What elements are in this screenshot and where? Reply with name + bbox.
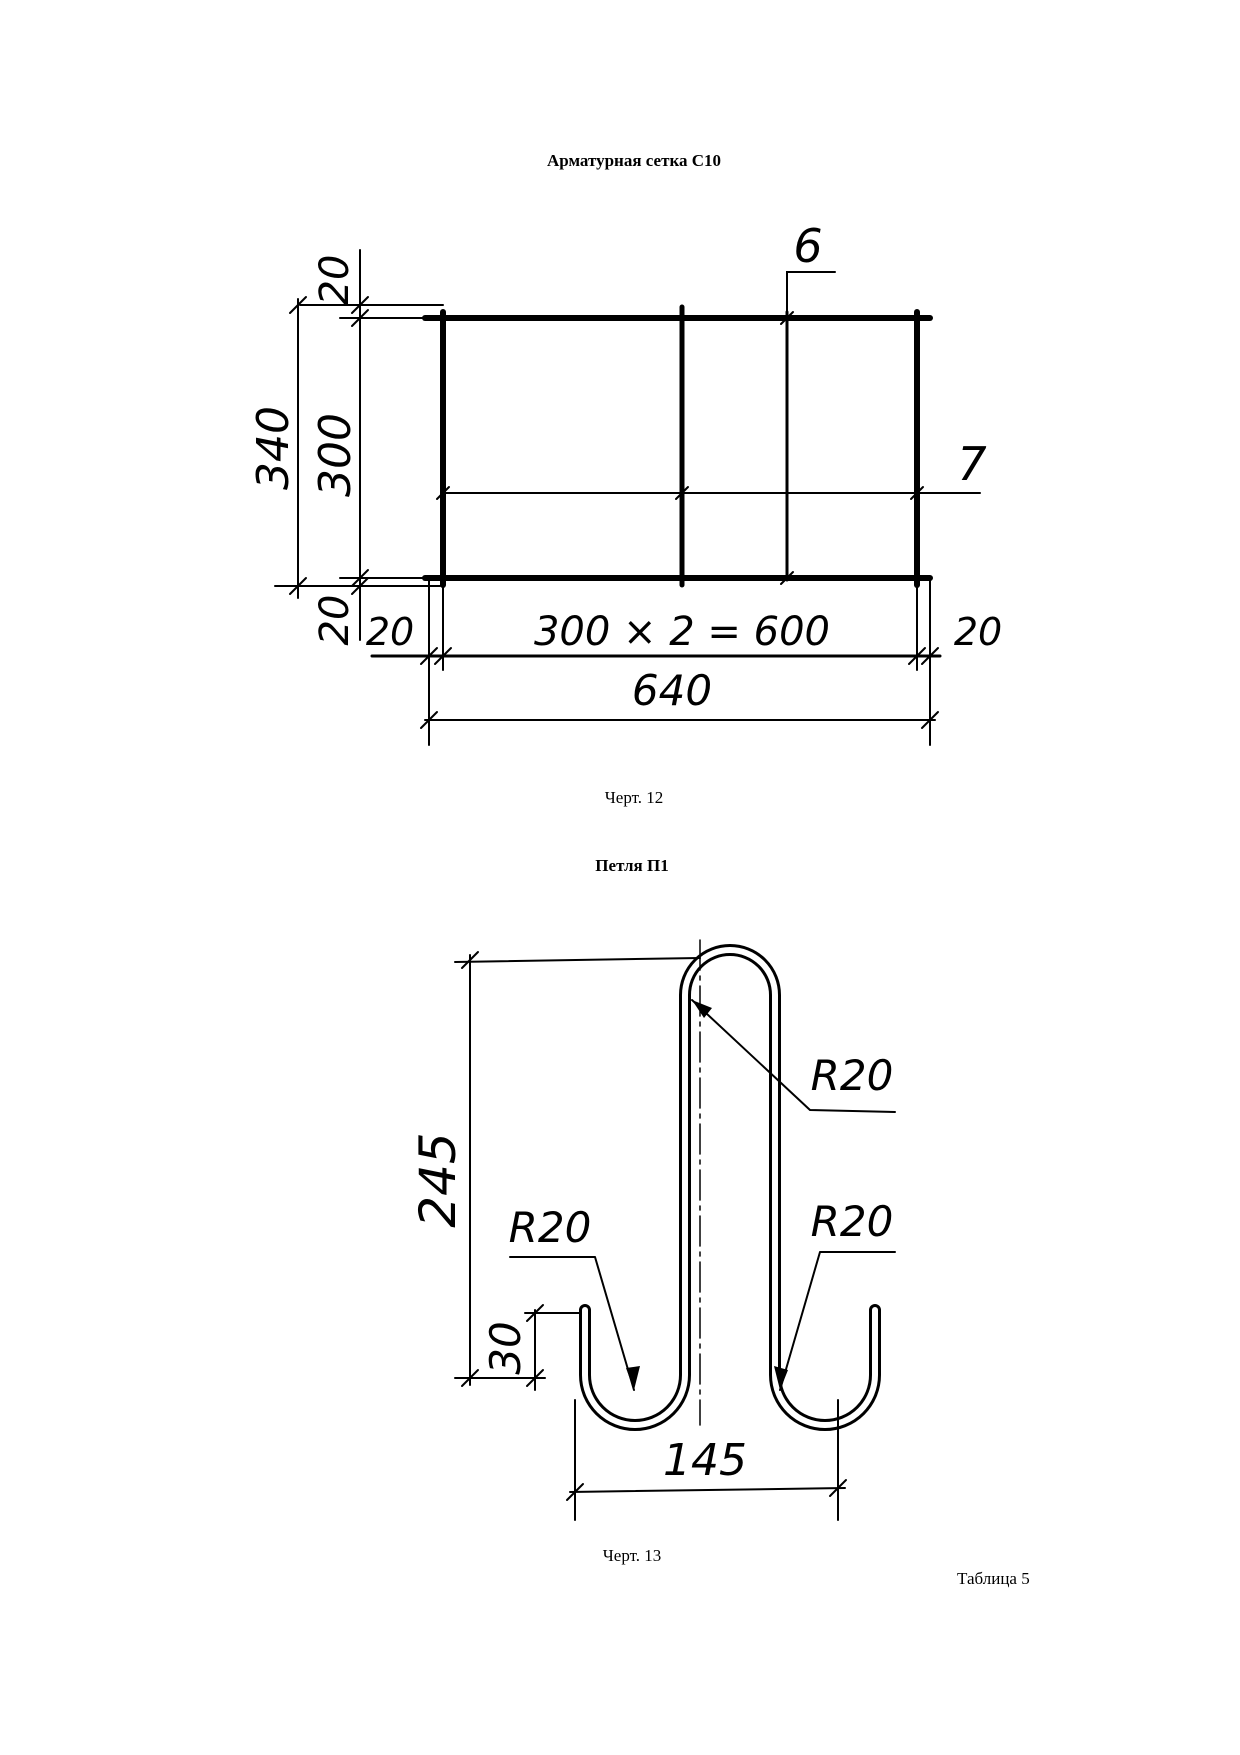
dim-30-lines xyxy=(524,1304,581,1391)
dim-top-offset: 20 xyxy=(312,255,358,306)
radius-top-label: R20 xyxy=(811,1051,894,1100)
figure13-title: Петля П1 xyxy=(595,856,669,875)
dim-total-width: 640 xyxy=(632,666,712,715)
mesh-drawing: 20 340 300 20 20 300 × 2 = 600 20 640 6 … xyxy=(248,219,1002,746)
dim-right-offset: 20 xyxy=(954,610,1002,654)
radius-left-label: R20 xyxy=(509,1203,592,1252)
dim-inner-height: 300 xyxy=(310,413,361,497)
dim-total-height: 340 xyxy=(248,406,299,490)
dim-145-lines xyxy=(566,1399,847,1521)
left-dimensions xyxy=(274,249,444,641)
bottom-dimensions xyxy=(370,577,942,746)
dim-loop-width: 145 xyxy=(663,1435,747,1486)
callout-6-leader xyxy=(786,271,836,319)
table-caption: Таблица 5 xyxy=(957,1569,1030,1588)
dim-bottom-offset: 20 xyxy=(312,595,358,646)
callout-7: 7 xyxy=(957,437,986,491)
dim-loop-hook: 30 xyxy=(481,1321,530,1374)
dim-245-lines xyxy=(454,951,701,1387)
figure12-title: Арматурная сетка С10 xyxy=(546,151,722,170)
dim-spacing: 300 × 2 = 600 xyxy=(534,609,830,655)
radius-right-label: R20 xyxy=(811,1197,894,1246)
radius-leaders xyxy=(509,999,896,1391)
dim-left-offset: 20 xyxy=(366,610,414,654)
figure12-caption: Черт. 12 xyxy=(604,788,664,807)
figure13-caption: Черт. 13 xyxy=(602,1546,662,1565)
loop-bar-outer xyxy=(579,944,881,1431)
loop-bar-inner xyxy=(582,947,878,1428)
callout-6: 6 xyxy=(793,219,822,273)
dim-loop-height: 245 xyxy=(409,1132,467,1227)
